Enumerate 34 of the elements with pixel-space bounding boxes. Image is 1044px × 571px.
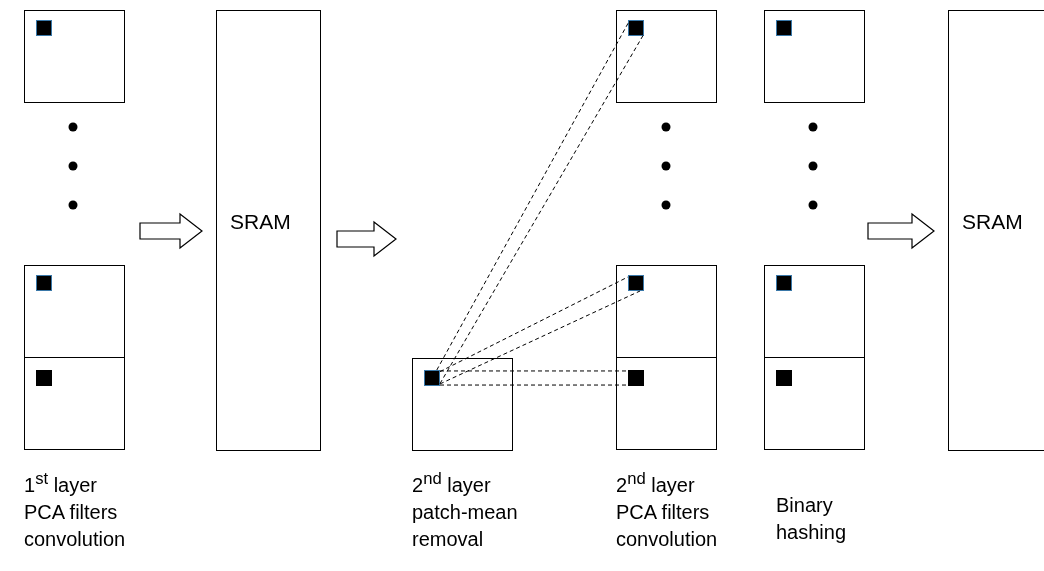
stage-caption: 2$^{nd}$ layer PCA filters convolution [616,468,719,552]
stage-caption: Binary hashing [776,493,848,545]
stage-caption: 1$^{st}$ layer PCA filters convolution [24,468,127,552]
feature-map-square [616,10,717,103]
block-arrow [867,212,935,250]
memory-block [948,10,1044,451]
patch-square [628,370,644,386]
patch-square [36,370,52,386]
projection-line [439,290,641,385]
feature-map-square [616,265,717,358]
feature-map-square [412,358,513,451]
feature-map-square [764,265,865,358]
patch-square [628,20,644,36]
feature-map-square [764,10,865,103]
feature-map-square [616,357,717,450]
patch-square [776,275,792,291]
patch-square [776,20,792,36]
patch-square [36,275,52,291]
memory-label: SRAM [230,209,291,234]
memory-label: SRAM [962,209,1023,234]
feature-map-square [24,265,125,358]
block-arrow [336,220,397,258]
stage-caption: 2$^{nd}$ layer patch-mean removal [412,468,519,552]
patch-square [36,20,52,36]
feature-map-square [24,357,125,450]
patch-square [424,370,440,386]
feature-map-square [764,357,865,450]
block-arrow [139,212,203,250]
feature-map-square [24,10,125,103]
projection-line [439,370,629,372]
patch-square [628,275,644,291]
memory-block [216,10,321,451]
patch-square [776,370,792,386]
projection-line [439,384,629,386]
